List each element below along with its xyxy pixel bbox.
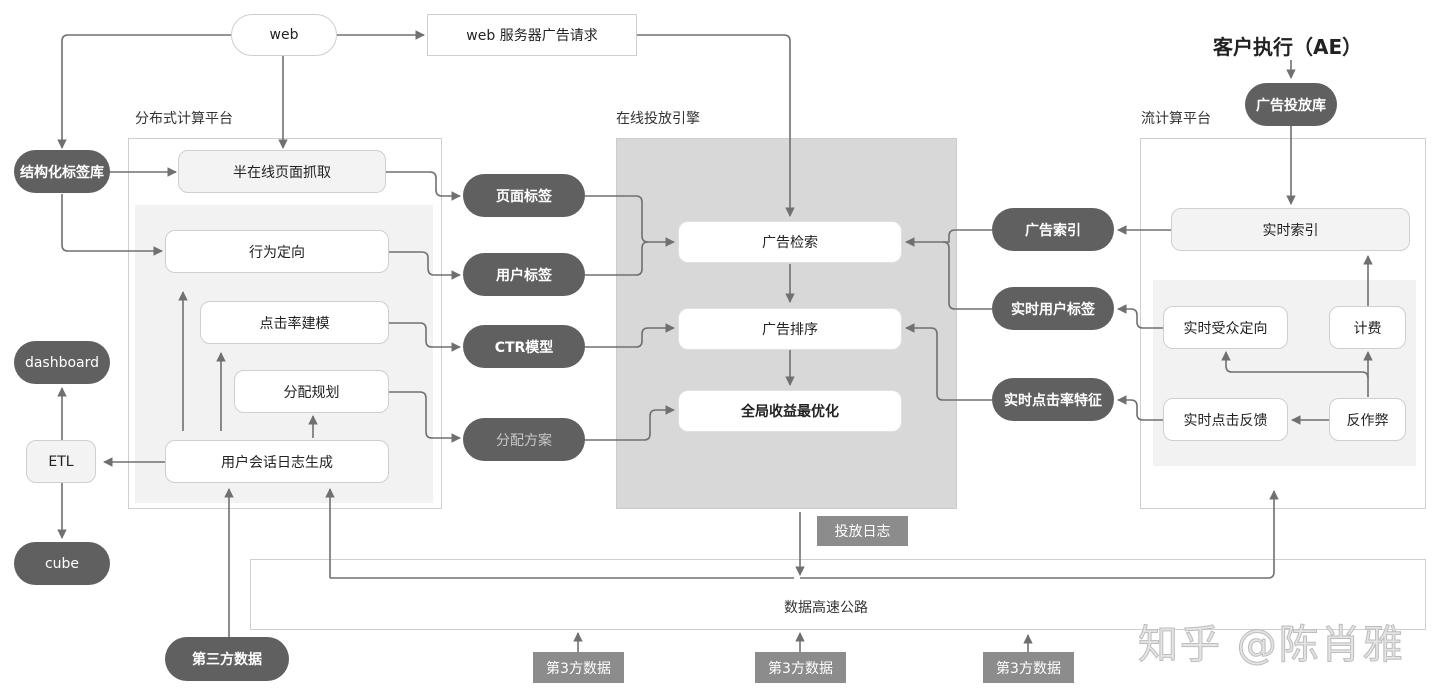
- ad-retrieval-node[interactable]: 广告检索: [678, 221, 902, 263]
- third-party-tag-3: 第3方数据: [983, 652, 1074, 683]
- web-node[interactable]: web: [231, 14, 337, 56]
- realtime-audience-targeting-node[interactable]: 实时受众定向: [1163, 306, 1288, 349]
- ae-title: 客户执行（AE）: [1213, 35, 1363, 59]
- watermark: 知乎 @陈肖雅: [1138, 622, 1405, 669]
- etl-node[interactable]: ETL: [26, 440, 96, 483]
- realtime-click-feedback-node[interactable]: 实时点击反馈: [1163, 398, 1288, 441]
- realtime-index-node[interactable]: 实时索引: [1171, 208, 1410, 251]
- anti-fraud-node[interactable]: 反作弊: [1329, 398, 1406, 441]
- web-ad-request-node[interactable]: web 服务器广告请求: [427, 14, 637, 56]
- global-revenue-opt-node[interactable]: 全局收益最优化: [678, 390, 902, 432]
- ctr-modeling-node[interactable]: 点击率建模: [200, 301, 389, 344]
- realtime-user-tags-node[interactable]: 实时用户标签: [992, 287, 1114, 330]
- distributed-platform-title: 分布式计算平台: [135, 111, 233, 127]
- realtime-ctr-features-node[interactable]: 实时点击率特征: [992, 378, 1114, 421]
- page-tags-node[interactable]: 页面标签: [463, 174, 585, 217]
- third-party-data-node[interactable]: 第三方数据: [165, 637, 289, 681]
- delivery-log-tag: 投放日志: [817, 516, 908, 546]
- allocation-plan-node[interactable]: 分配方案: [463, 418, 585, 461]
- stream-platform-title: 流计算平台: [1141, 111, 1211, 127]
- third-party-tag-2: 第3方数据: [755, 652, 846, 683]
- cube-node[interactable]: cube: [14, 542, 110, 585]
- data-highway-label: 数据高速公路: [784, 600, 868, 616]
- ad-delivery-db-node[interactable]: 广告投放库: [1245, 83, 1337, 126]
- allocation-planning-node[interactable]: 分配规划: [234, 370, 389, 413]
- structured-tag-db-node[interactable]: 结构化标签库: [14, 150, 110, 193]
- ad-index-node[interactable]: 广告索引: [992, 208, 1114, 251]
- session-log-generation-node[interactable]: 用户会话日志生成: [165, 440, 389, 483]
- third-party-tag-1: 第3方数据: [533, 652, 624, 683]
- wire-web-to-tagdb: [57, 34, 232, 149]
- ad-ranking-node[interactable]: 广告排序: [678, 308, 902, 350]
- semi-online-crawl-node[interactable]: 半在线页面抓取: [178, 150, 386, 193]
- behavior-targeting-node[interactable]: 行为定向: [165, 230, 389, 273]
- ctr-model-node[interactable]: CTR模型: [463, 325, 585, 368]
- billing-node[interactable]: 计费: [1329, 306, 1406, 349]
- online-engine-title: 在线投放引擎: [616, 111, 700, 127]
- dashboard-node[interactable]: dashboard: [14, 341, 110, 384]
- user-tags-node[interactable]: 用户标签: [463, 253, 585, 296]
